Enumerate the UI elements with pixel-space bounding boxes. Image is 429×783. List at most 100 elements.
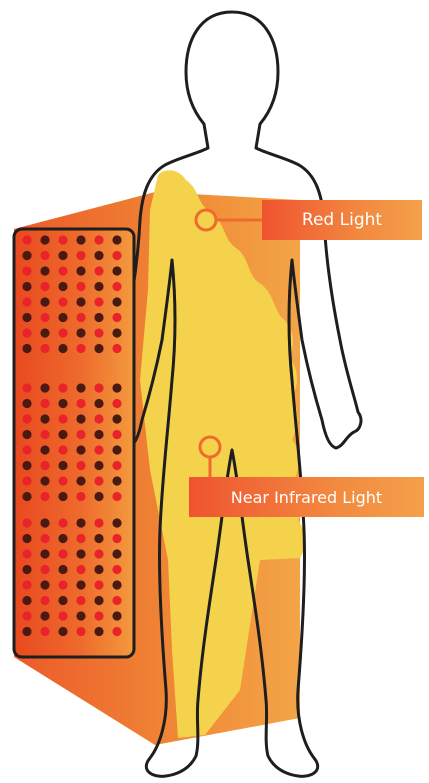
led-dot bbox=[76, 282, 85, 291]
led-dot bbox=[94, 596, 103, 605]
led-dot bbox=[76, 399, 85, 408]
led-dot bbox=[58, 565, 67, 574]
led-dot bbox=[112, 266, 121, 275]
led-dot bbox=[76, 596, 85, 605]
led-dot bbox=[58, 534, 67, 543]
led-dot bbox=[112, 461, 121, 470]
near-infrared-light-label: Near Infrared Light bbox=[189, 477, 424, 517]
led-dot bbox=[76, 476, 85, 485]
led-dot bbox=[112, 627, 121, 636]
led-dot bbox=[112, 596, 121, 605]
led-dot bbox=[40, 549, 49, 558]
led-dot bbox=[22, 251, 31, 260]
led-dot bbox=[22, 518, 31, 527]
led-dot bbox=[112, 297, 121, 306]
led-dot bbox=[112, 534, 121, 543]
led-dot bbox=[58, 282, 67, 291]
led-dot bbox=[40, 430, 49, 439]
led-dot bbox=[76, 580, 85, 589]
led-dot bbox=[94, 235, 103, 244]
led-panel bbox=[14, 229, 134, 657]
led-dot bbox=[40, 399, 49, 408]
led-dot bbox=[112, 611, 121, 620]
led-dot bbox=[94, 627, 103, 636]
led-dot bbox=[40, 282, 49, 291]
led-dot bbox=[112, 282, 121, 291]
led-dot bbox=[94, 266, 103, 275]
led-dot bbox=[112, 414, 121, 423]
led-dot bbox=[58, 414, 67, 423]
led-dot bbox=[94, 430, 103, 439]
led-dot bbox=[76, 492, 85, 501]
led-dot bbox=[40, 611, 49, 620]
led-dot bbox=[22, 399, 31, 408]
led-dot bbox=[112, 399, 121, 408]
led-dot bbox=[58, 461, 67, 470]
led-dot bbox=[58, 266, 67, 275]
led-dot bbox=[22, 383, 31, 392]
led-dot bbox=[22, 313, 31, 322]
led-dot bbox=[94, 328, 103, 337]
led-dot bbox=[94, 251, 103, 260]
led-dot bbox=[22, 627, 31, 636]
led-dot bbox=[58, 235, 67, 244]
led-dot bbox=[22, 476, 31, 485]
led-dot bbox=[94, 580, 103, 589]
led-dot bbox=[112, 518, 121, 527]
led-dot bbox=[22, 534, 31, 543]
led-dot bbox=[76, 251, 85, 260]
led-dot bbox=[112, 565, 121, 574]
led-dot bbox=[76, 297, 85, 306]
led-dot bbox=[76, 518, 85, 527]
led-dot bbox=[94, 461, 103, 470]
led-dot bbox=[22, 328, 31, 337]
led-dot bbox=[94, 445, 103, 454]
led-dot bbox=[40, 580, 49, 589]
led-dot bbox=[94, 476, 103, 485]
led-dot bbox=[112, 251, 121, 260]
led-dot bbox=[58, 383, 67, 392]
led-dot bbox=[112, 235, 121, 244]
led-dot bbox=[22, 282, 31, 291]
led-dot bbox=[112, 313, 121, 322]
led-dot bbox=[76, 313, 85, 322]
led-dot bbox=[94, 297, 103, 306]
led-dot bbox=[94, 611, 103, 620]
led-dot bbox=[94, 282, 103, 291]
led-dot bbox=[58, 399, 67, 408]
led-dot bbox=[58, 492, 67, 501]
led-dot bbox=[40, 297, 49, 306]
led-dot bbox=[22, 297, 31, 306]
led-panel-icon bbox=[14, 229, 134, 657]
led-dot bbox=[94, 492, 103, 501]
led-dot bbox=[112, 383, 121, 392]
led-dot bbox=[58, 549, 67, 558]
led-dot bbox=[58, 596, 67, 605]
led-dot bbox=[112, 476, 121, 485]
led-dot bbox=[40, 445, 49, 454]
led-dot bbox=[76, 549, 85, 558]
led-dot bbox=[22, 611, 31, 620]
led-dot bbox=[94, 565, 103, 574]
led-dot bbox=[76, 235, 85, 244]
led-dot bbox=[58, 430, 67, 439]
red-light-label: Red Light bbox=[262, 200, 422, 240]
led-dot bbox=[22, 461, 31, 470]
led-dot bbox=[112, 549, 121, 558]
led-dot bbox=[112, 492, 121, 501]
led-dot bbox=[22, 235, 31, 244]
led-dot bbox=[40, 627, 49, 636]
led-dot bbox=[22, 430, 31, 439]
led-dot bbox=[40, 414, 49, 423]
led-dot bbox=[58, 328, 67, 337]
led-dot bbox=[58, 611, 67, 620]
led-dot bbox=[58, 580, 67, 589]
led-dot bbox=[40, 492, 49, 501]
led-dot bbox=[112, 580, 121, 589]
led-dot bbox=[94, 313, 103, 322]
led-dot bbox=[76, 534, 85, 543]
led-dot bbox=[94, 534, 103, 543]
led-dot bbox=[22, 549, 31, 558]
led-dot bbox=[40, 313, 49, 322]
led-dot bbox=[112, 328, 121, 337]
